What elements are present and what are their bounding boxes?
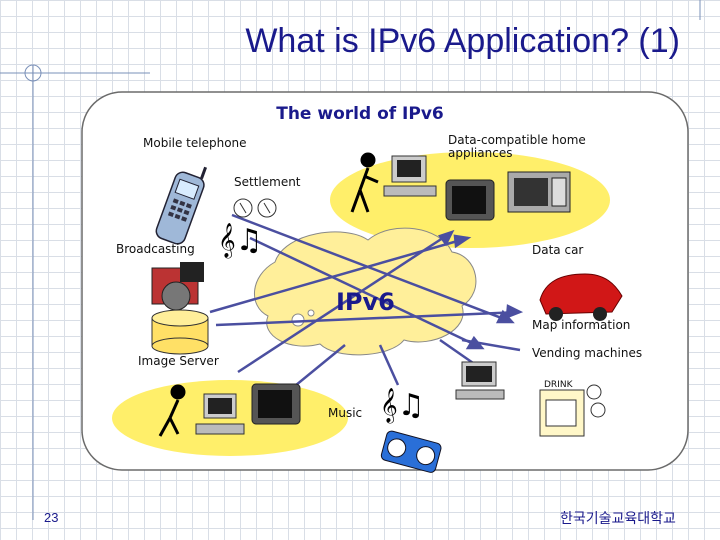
slide-title: What is IPv6 Application? (1) bbox=[245, 22, 680, 60]
label-settlement: Settlement bbox=[234, 175, 301, 189]
desktop-computer-icon bbox=[383, 155, 437, 197]
boombox-icon bbox=[380, 430, 442, 473]
label-data-home-appliances: Data-compatible home appliances bbox=[448, 133, 586, 160]
broadcasting-icon bbox=[151, 262, 204, 311]
label-mobile-telephone: Mobile telephone bbox=[143, 136, 247, 150]
music-notes-icon: 𝄞♫ bbox=[218, 223, 263, 259]
label-data-car: Data car bbox=[532, 243, 584, 257]
label-map-information: Map information bbox=[532, 318, 631, 332]
image-server-icon bbox=[151, 309, 209, 355]
label-drink: DRINK bbox=[544, 380, 573, 390]
settlement-coins-icon bbox=[233, 198, 277, 218]
vending-machine-icon bbox=[539, 389, 585, 437]
person-icon bbox=[350, 152, 379, 213]
diagram-heading: The world of IPv6 bbox=[276, 104, 444, 124]
ipv6-center-label: IPv6 bbox=[336, 288, 395, 316]
label-image-server: Image Server bbox=[138, 354, 219, 368]
television-icon-2 bbox=[251, 383, 301, 425]
desktop-computer-icon-3 bbox=[195, 393, 245, 435]
television-icon bbox=[445, 179, 495, 221]
label-vending-machines: Vending machines bbox=[532, 346, 643, 360]
label-broadcasting: Broadcasting bbox=[116, 242, 195, 256]
person-icon-2 bbox=[158, 384, 186, 437]
institution-name: 한국기술교육대학교 bbox=[560, 510, 676, 526]
music-notes-icon-2: 𝄞♫ bbox=[380, 388, 425, 424]
label-music: Music bbox=[328, 406, 363, 420]
mobile-phone-icon bbox=[155, 166, 208, 245]
microwave-icon bbox=[507, 171, 571, 213]
desktop-computer-icon-2 bbox=[455, 361, 505, 400]
page-number: 23 bbox=[44, 510, 59, 525]
car-icon bbox=[539, 273, 623, 321]
vending-coins-icon bbox=[586, 384, 606, 418]
